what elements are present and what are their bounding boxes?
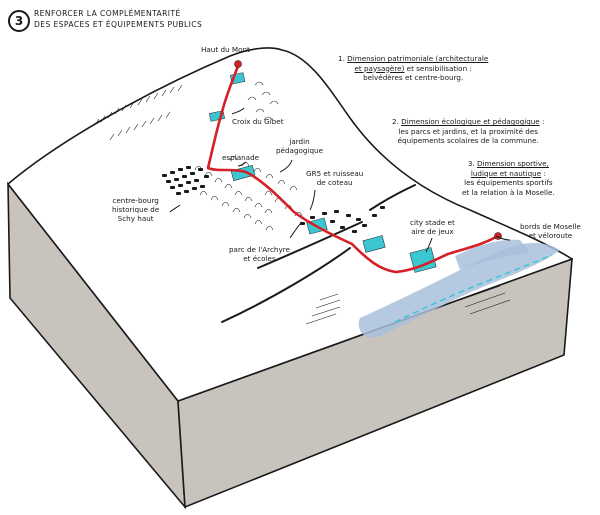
- dimension-3-number: 3.: [467, 159, 475, 168]
- label-haut-du-mont: Haut du Mont: [201, 45, 250, 54]
- dimension-2-number: 2.: [392, 117, 399, 126]
- dimension-3-title-2: ludique et nautique: [470, 168, 542, 178]
- label-bords-de-moselle: bords de Moselle et véloroute: [520, 222, 581, 240]
- label-gr5-line-2: de coteau: [316, 178, 353, 187]
- label-centre-line-3: Schy haut: [117, 214, 154, 223]
- label-jardin-pedagogique: jardin pédagogique: [276, 137, 323, 155]
- moselle-river-lower: [455, 239, 530, 270]
- label-moselle-line-2: et véloroute: [528, 231, 573, 240]
- label-city-line-1: city stade et: [410, 218, 455, 227]
- dimension-3-title-1: Dimension sportive,: [476, 159, 549, 168]
- label-city-line-2: aire de jeux: [411, 227, 454, 236]
- haut-du-mont-marker: [234, 60, 242, 68]
- label-city-stade: city stade et aire de jeux: [410, 218, 455, 236]
- dimension-3-text: 3. Dimension sportive, ludique et nautiq…: [462, 159, 555, 197]
- label-archyre: parc de l'Archyre et écoles: [229, 245, 290, 263]
- archyre-buildings: [300, 206, 385, 233]
- moselle-river: [358, 242, 560, 338]
- leader-lines: [169, 107, 511, 253]
- dimension-3-line-2: :: [541, 168, 546, 178]
- dimension-3-line-3: les équipements sportifs: [464, 178, 553, 187]
- diagram-title-line-2: DES ESPACES ET ÉQUIPEMENTS PUBLICS: [34, 20, 203, 29]
- roads: [221, 184, 416, 323]
- red-route: [206, 64, 500, 274]
- section-number-badge: 3: [8, 10, 30, 32]
- dimension-2-title-1: Dimension écologique et pédagogique: [401, 117, 540, 126]
- dimension-1-line-2: et sensibilisation :: [404, 63, 472, 73]
- centre-bourg-buildings: [162, 166, 209, 195]
- dimension-2-line-1: :: [539, 117, 545, 126]
- label-archyre-line-2: et écoles: [243, 254, 276, 263]
- diagram-title-line-1: RENFORCER LA COMPLÉMENTARITÉ: [34, 9, 181, 18]
- dimension-2-text: 2. Dimension écologique et pédagogique :…: [392, 117, 544, 146]
- dimension-1-line-3: belvédères et centre-bourg.: [363, 73, 464, 82]
- dimension-1-title-2: et paysagère): [354, 63, 405, 73]
- label-archyre-line-1: parc de l'Archyre: [229, 245, 290, 254]
- dimension-3-line-4: et la relation à la Moselle.: [462, 187, 555, 197]
- dimension-1-number: 1.: [338, 54, 345, 63]
- label-jardin-line-1: jardin: [289, 137, 310, 146]
- dimension-2-line-2: les parcs et jardins, et la proximité de…: [398, 126, 539, 136]
- dimension-1-text: 1. Dimension patrimoniale (architectural…: [338, 54, 488, 83]
- label-centre-bourg: centre-bourg historique de Schy haut: [112, 196, 159, 223]
- label-centre-line-1: centre-bourg: [112, 196, 159, 205]
- block-top-face: [7, 47, 573, 402]
- label-gr5: GR5 et ruisseau de coteau: [306, 169, 363, 187]
- label-moselle-line-1: bords de Moselle: [520, 222, 581, 231]
- dimension-2-line-3: équipements scolaires de la commune.: [397, 136, 539, 145]
- label-jardin-line-2: pédagogique: [276, 146, 324, 155]
- veloroute-line: [394, 254, 553, 323]
- label-gr5-line-1: GR5 et ruisseau: [306, 169, 364, 178]
- dimension-1-title-1: Dimension patrimoniale (architecturale: [347, 54, 489, 63]
- diagram-header: 3 RENFORCER LA COMPLÉMENTARITÉ DES ESPAC…: [8, 8, 288, 38]
- label-croix-du-gibet: Croix du Gibet: [232, 117, 284, 126]
- label-centre-line-2: historique de: [112, 205, 160, 214]
- label-esplanade: esplanade: [222, 153, 260, 162]
